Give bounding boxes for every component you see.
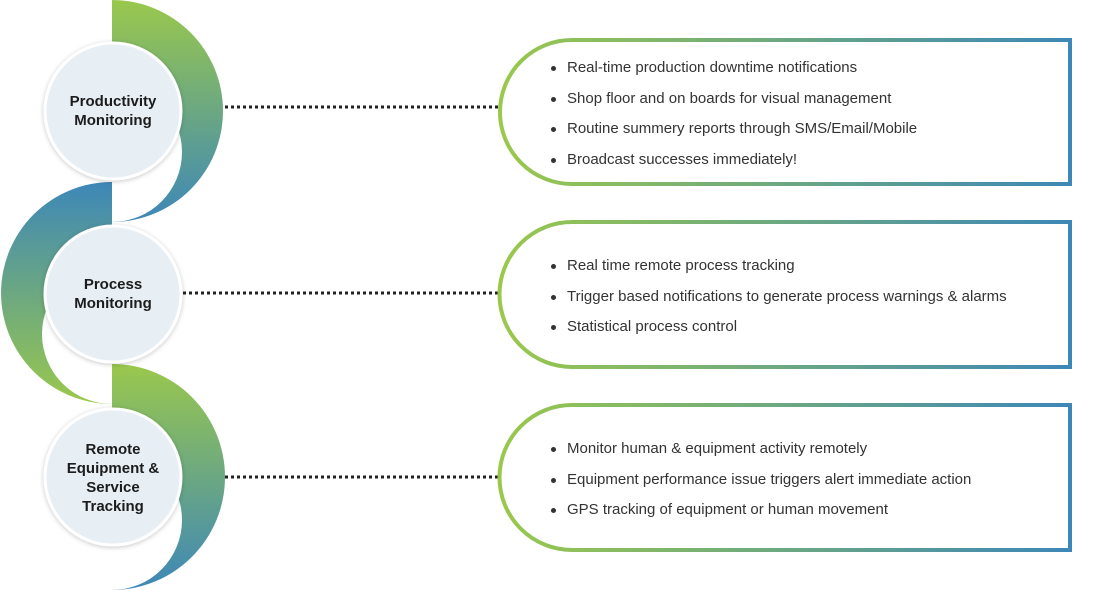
title-line: Monitoring [74, 295, 152, 312]
title-line: Remote [85, 441, 141, 458]
list-item-text: Routine summery reports through SMS/Emai… [567, 120, 918, 137]
list-item: Shop floor and on boards for visual mana… [551, 89, 917, 120]
list-item-text: Monitor human & equipment activity remot… [567, 440, 868, 457]
list-item-text: Broadcast successes immediately! [567, 150, 798, 168]
title-line: Process [83, 276, 143, 293]
list-item: Trigger based notifications to generate … [551, 287, 1007, 318]
label-productivity-monitoring: Productivity Monitoring [48, 46, 178, 176]
list-item-text: Equipment performance issue triggers ale… [567, 470, 972, 488]
title-line: Equipment & [66, 460, 160, 477]
circle-productivity [43, 41, 183, 181]
list-item-text: Trigger based notifications to generate … [567, 287, 1007, 305]
card-outline-1 [498, 38, 1072, 186]
list-item-text: Real time remote process tracking [567, 257, 795, 274]
list-item: Real-time production downtime notificati… [551, 58, 917, 89]
list-item-text: GPS tracking of equipment or human movem… [567, 501, 888, 518]
list-item: Broadcast successes immediately! [551, 150, 917, 181]
list-item: Real time remote process tracking [551, 256, 1007, 287]
title-line: Productivity [69, 93, 157, 110]
title-line: Tracking [82, 498, 144, 515]
list-item-text: Shop floor and on boards for visual mana… [567, 89, 892, 107]
list-item: Equipment performance issue triggers ale… [551, 470, 971, 501]
list-item: Statistical process control [551, 317, 1007, 348]
card-list-productivity: Real-time production downtime notificati… [551, 58, 917, 180]
list-item-text: Statistical process control [567, 318, 738, 335]
bullet-dot [551, 477, 556, 483]
bullet-dot [551, 66, 556, 71]
label-process-monitoring: Process Monitoring [48, 229, 178, 359]
title-line: Monitoring [74, 112, 152, 129]
card-list-process: Real time remote process tracking Trigge… [551, 256, 1007, 348]
bullet-dot [551, 127, 556, 132]
bullet-dot [551, 294, 556, 300]
card-outline-2 [497, 220, 1072, 369]
card-outline-3 [497, 403, 1072, 552]
list-item: Routine summery reports through SMS/Emai… [551, 119, 917, 150]
label-remote-equipment-tracking: Remote Equipment & Service Tracking [48, 413, 178, 543]
title-line: Service [86, 479, 140, 496]
list-item: Monitor human & equipment activity remot… [551, 439, 971, 470]
circle-process [43, 224, 183, 364]
card-list-remote: Monitor human & equipment activity remot… [551, 439, 971, 531]
bullet-dot [551, 447, 556, 452]
list-item: GPS tracking of equipment or human movem… [551, 500, 971, 531]
bullet-dot [551, 508, 556, 513]
bullet-dot [551, 157, 556, 163]
bullet-dot [551, 325, 556, 330]
circle-remote [43, 407, 183, 547]
list-item-text: Real-time production downtime notificati… [567, 59, 858, 76]
bullet-dot [551, 264, 556, 269]
bullet-dot [551, 96, 556, 102]
